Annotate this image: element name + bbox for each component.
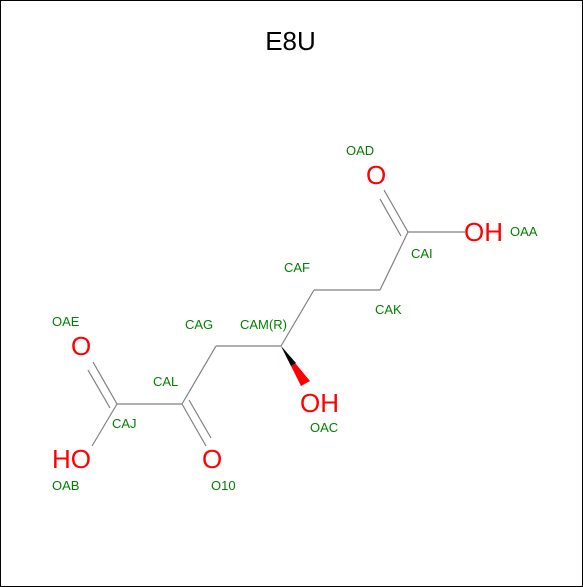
- atom-label-oab: OAB: [52, 478, 79, 493]
- atom-label-cam: CAM(R): [240, 317, 287, 332]
- atom-label-oaa: OAA: [510, 224, 538, 239]
- bond-caj-oae-a: [92, 361, 118, 405]
- bond-caf-cam: [280, 289, 315, 347]
- atom-label-cal: CAL: [153, 374, 178, 389]
- bond-caj-oae-b: [87, 369, 111, 409]
- bond-cai-cak: [379, 231, 409, 291]
- bond-caj-oab: [91, 403, 118, 447]
- atom-label-oad: OAD: [346, 143, 374, 158]
- atom-symbol-o10: O: [202, 444, 222, 474]
- atom-symbol-oac: OH: [300, 388, 339, 418]
- atom-symbol-oab: HO: [52, 444, 91, 474]
- atom-label-cag: CAG: [185, 317, 213, 332]
- bond-cag-cal: [181, 345, 217, 405]
- atom-label-oac: OAC: [310, 420, 338, 435]
- bond-cai-oad-b: [379, 198, 402, 237]
- wedge-bond-cam-oac-base: [281, 346, 296, 366]
- atom-label-cak: CAK: [375, 302, 402, 317]
- bond-cal-o10-b: [188, 399, 212, 439]
- atom-label-caj: CAJ: [112, 416, 137, 431]
- atom-label-cai: CAI: [411, 246, 433, 261]
- atom-label-caf: CAF: [284, 260, 310, 275]
- molecule-title: E8U: [265, 26, 316, 56]
- atom-label-oae: OAE: [52, 314, 80, 329]
- bond-cal-o10-a: [181, 403, 207, 447]
- atom-symbol-oad: O: [366, 160, 386, 190]
- bond-cai-oad-a: [383, 189, 409, 233]
- atom-label-o10: O10: [211, 478, 236, 493]
- atom-symbol-oae: O: [71, 331, 91, 361]
- bonds: [87, 189, 465, 447]
- atom-symbol-oaa: OH: [464, 217, 503, 247]
